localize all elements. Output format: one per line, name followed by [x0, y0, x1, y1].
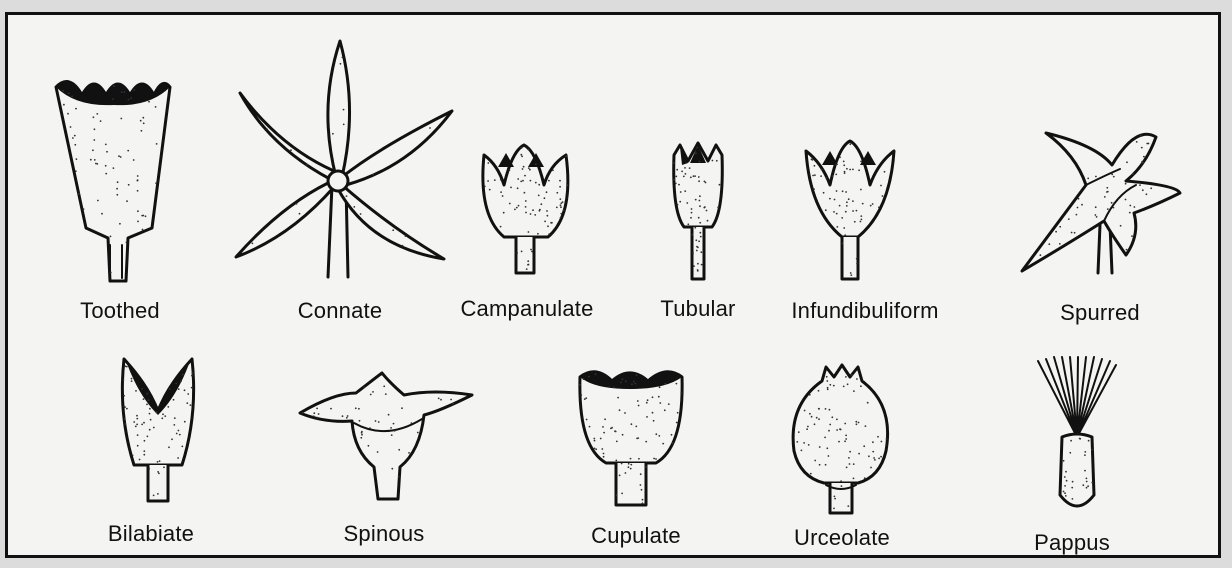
label-urceolate: Urceolate — [794, 525, 890, 551]
label-spurred: Spurred — [1060, 300, 1140, 326]
connate-calyx-drawing — [230, 37, 455, 282]
infundibuliform-calyx-drawing — [800, 141, 900, 281]
label-connate: Connate — [298, 298, 383, 324]
label-campanulate: Campanulate — [460, 296, 593, 322]
spinous-calyx-drawing — [294, 371, 474, 501]
campanulate-calyx-drawing — [478, 145, 573, 275]
label-tubular: Tubular — [660, 296, 735, 322]
toothed-calyx-drawing — [50, 73, 180, 288]
label-spinous: Spinous — [344, 521, 425, 547]
label-cupulate: Cupulate — [591, 523, 681, 549]
label-toothed: Toothed — [80, 298, 160, 324]
pappus-drawing — [1032, 355, 1122, 515]
label-bilabiate: Bilabiate — [108, 521, 194, 547]
cupulate-calyx-drawing — [576, 367, 686, 507]
spurred-calyx-drawing — [1016, 125, 1181, 275]
urceolate-calyx-drawing — [786, 365, 896, 515]
tubular-calyx-drawing — [668, 141, 728, 281]
figure-frame: Toothed Connate Campanulate Tubular Infu… — [5, 12, 1221, 558]
bilabiate-calyx-drawing — [118, 355, 198, 505]
label-pappus: Pappus — [1034, 530, 1110, 556]
label-infundibuliform: Infundibuliform — [791, 298, 938, 324]
